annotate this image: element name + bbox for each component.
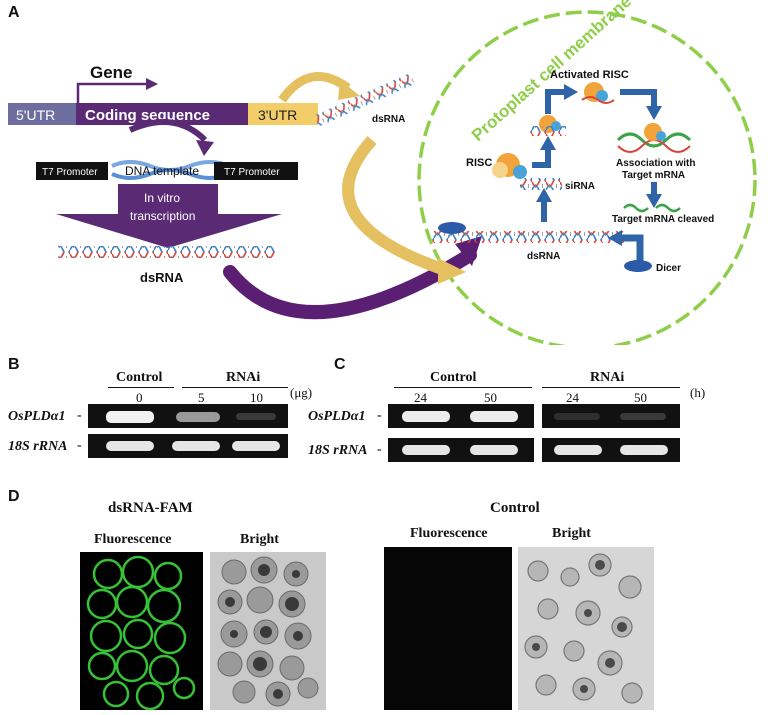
c-band-rnai-50	[620, 413, 666, 420]
t7-left-box	[36, 162, 108, 180]
dicer-blob	[624, 260, 652, 272]
in-vitro-label-2: transcription	[130, 209, 195, 223]
dsrna-inside-label: dsRNA	[527, 251, 560, 262]
b-band-5	[176, 412, 220, 422]
b-unit: (μg)	[290, 385, 313, 400]
b-band-0	[106, 411, 154, 423]
activated-risc	[581, 82, 615, 104]
b-ctrl-band-10	[232, 441, 280, 451]
dsrna-helix-top	[314, 72, 415, 127]
dsrna-top-label: dsRNA	[372, 114, 405, 125]
b-band-10	[236, 413, 276, 420]
b-gel-row2	[88, 434, 288, 458]
target-mrna-complex	[616, 123, 692, 153]
utr3-block	[248, 103, 318, 125]
in-vitro-arrow	[56, 184, 282, 248]
c-time-2: 24	[566, 390, 579, 405]
dna-template-label: DNA template	[125, 164, 199, 178]
b-row2-label: 18S rRNA	[8, 439, 68, 454]
d-control-fluorescence-image	[384, 547, 512, 710]
c-band-rnai-24	[554, 413, 600, 420]
c-rnai-label: RNAi	[590, 370, 625, 385]
t7-right-box	[214, 162, 298, 180]
c-row1-label: OsPLDα1	[308, 409, 366, 424]
dsrna-helix-bottom	[58, 246, 276, 258]
d-control-bright-image	[518, 547, 654, 710]
d-left-title: dsRNA-FAM	[108, 500, 193, 516]
risc-label: RISC	[466, 157, 492, 169]
panel-a-letter: A	[8, 4, 20, 21]
d-bright-image	[210, 552, 326, 710]
risc-sirna-complex	[530, 115, 566, 136]
b-ctrl-band-0	[106, 441, 154, 451]
c-band-ctrl-50	[470, 411, 518, 422]
c-control-label: Control	[430, 370, 477, 385]
gene-label: Gene	[90, 63, 133, 82]
panel-b-letter: B	[8, 356, 20, 373]
b-control-label: Control	[116, 370, 163, 385]
gold-arrow-top	[278, 71, 351, 103]
d-right-bright-label: Bright	[552, 526, 591, 541]
sirna-label: siRNA	[565, 181, 595, 192]
utr3-label: 3'UTR	[258, 107, 297, 123]
panel-c-letter: C	[334, 356, 346, 373]
purple-uptake-arrow	[223, 248, 477, 320]
c-gel-row2-control	[388, 438, 534, 462]
b-row1-label: OsPLDα1	[8, 409, 66, 424]
utr5-block	[8, 103, 76, 125]
b-rnai-line	[182, 387, 288, 388]
dsrna-end-blob	[438, 222, 466, 234]
t7-right-label: T7 Promoter	[224, 167, 280, 178]
dicer-label: Dicer	[656, 263, 681, 274]
c-row2-label: 18S rRNA	[308, 443, 368, 458]
d-left-bright-label: Bright	[240, 532, 279, 547]
c-band-ctrl-24	[402, 411, 450, 422]
c-gel-row1-control	[388, 404, 534, 428]
d-fluorescence-image	[80, 552, 203, 710]
dsrna-helix-inside	[432, 231, 624, 243]
b-dose-0: 0	[136, 390, 143, 405]
dsrna-bottom-label: dsRNA	[140, 270, 184, 285]
c-rnai-line	[542, 387, 680, 388]
b-rnai-label: RNAi	[226, 370, 261, 385]
c-gel-row1-rnai	[542, 404, 680, 428]
d-left-fluor-label: Fluorescence	[94, 532, 172, 547]
association-label-2: Target mRNA	[622, 170, 685, 181]
in-vitro-label-1: In vitro	[144, 191, 180, 205]
b-gel-row1	[88, 404, 288, 428]
c-time-1: 50	[484, 390, 497, 405]
d-right-title: Control	[490, 500, 540, 516]
sirna-helix	[520, 178, 562, 190]
gold-arrow-main	[342, 135, 447, 276]
d-right-fluor-label: Fluorescence	[410, 526, 488, 541]
gene-arrow	[76, 82, 148, 103]
utr5-label: 5'UTR	[16, 107, 55, 123]
coding-block	[76, 103, 248, 125]
cleaved-mrna	[623, 203, 681, 213]
b-ctrl-band-5	[172, 441, 220, 451]
c-gel-row2-rnai	[542, 438, 680, 462]
panel-a-diagram: Protoplast cell membrane 5'UTR Coding se…	[8, 0, 757, 345]
c-unit: (h)	[690, 385, 706, 400]
b-dose-2: 10	[250, 390, 263, 405]
activated-risc-label: Activated RISC	[550, 69, 629, 81]
c-control-line	[394, 387, 532, 388]
c-time-3: 50	[634, 390, 647, 405]
risc-complex	[492, 153, 527, 179]
cleaved-label: Target mRNA cleaved	[612, 214, 714, 225]
association-label-1: Association with	[616, 158, 695, 169]
b-control-line	[108, 387, 174, 388]
b-dose-1: 5	[198, 390, 205, 405]
cell-membrane	[417, 10, 757, 345]
t7-left-label: T7 Promoter	[42, 167, 98, 178]
coding-label: Coding sequence	[85, 107, 210, 124]
panel-d-letter: D	[8, 488, 20, 505]
c-time-0: 24	[414, 390, 427, 405]
